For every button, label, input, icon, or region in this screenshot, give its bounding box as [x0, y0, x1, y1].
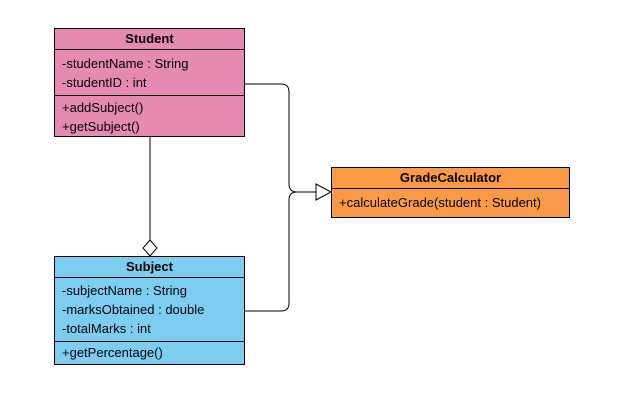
class-student-operations: +addSubject() +getSubject() — [55, 95, 244, 136]
attribute-marksobtained: -marksObtained : double — [62, 302, 205, 317]
attribute-studentid: -studentID : int — [62, 75, 147, 90]
attribute-studentname: -studentName : String — [62, 56, 189, 71]
subject-generalization-line — [245, 191, 316, 312]
student-generalization-line — [245, 83, 316, 193]
class-subject[interactable]: Subject -subjectName : String -marksObta… — [54, 256, 245, 365]
attribute-totalmarks: -totalMarks : int — [62, 321, 151, 336]
operation-calculategrade: +calculateGrade(student : Student) — [339, 195, 541, 210]
generalization-triangle-icon — [315, 183, 333, 201]
class-student[interactable]: Student -studentName : String -studentID… — [54, 28, 245, 137]
operation-getpercentage: +getPercentage() — [62, 345, 163, 360]
class-student-attributes: -studentName : String -studentID : int — [55, 50, 244, 95]
attribute-subjectname: -subjectName : String — [62, 283, 187, 298]
operation-addsubject: +addSubject() — [62, 100, 144, 115]
class-subject-operations: +getPercentage() — [55, 341, 244, 364]
class-subject-attributes: -subjectName : String -marksObtained : d… — [55, 278, 244, 341]
class-student-name: Student — [55, 29, 244, 50]
class-gradecalculator-operations: +calculateGrade(student : Student) — [332, 189, 569, 217]
aggregation-diamond-icon — [142, 239, 158, 257]
class-gradecalculator-name: GradeCalculator — [332, 168, 569, 189]
class-subject-name: Subject — [55, 257, 244, 278]
class-gradecalculator[interactable]: GradeCalculator +calculateGrade(student … — [331, 167, 570, 218]
operation-getsubject: +getSubject() — [62, 119, 140, 134]
